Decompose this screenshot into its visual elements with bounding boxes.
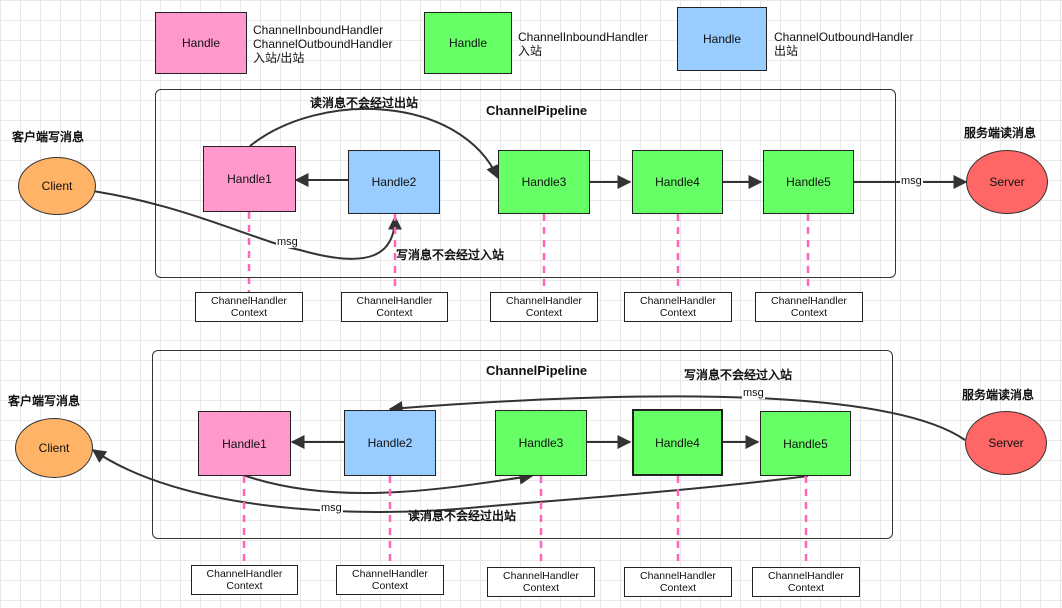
top-msg-label-server: msg [900,175,923,187]
ctx-line1: ChannelHandler [768,570,844,582]
top-pipeline-frame [155,89,896,278]
top-read-note: 读消息不会经过出站 [310,96,419,110]
top-read-curve [249,107,500,180]
legend-blue-line2: 出站 [774,44,799,58]
top-handler-1: Handle1 [203,146,296,212]
ctx-line1: ChannelHandler [211,295,287,307]
ctx-line1: ChannelHandler [352,568,428,580]
ctx-line2: Context [226,580,263,592]
ctx-line2: Context [525,307,563,319]
ctx-line2: Context [376,307,413,319]
ctx-line1: ChannelHandler [503,570,579,582]
bottom-handler-4: Handle4 [632,409,723,476]
top-client-caption: 客户端写消息 [12,130,85,144]
ctx-line2: Context [522,582,560,594]
bottom-read-curve [242,474,531,495]
bottom-write-note: 写消息不会经过入站 [684,368,793,382]
top-handler-3: Handle3 [498,150,590,214]
legend-green-box: Handle [424,12,512,74]
bottom-write-curve [388,395,966,441]
ctx-line2: Context [659,307,697,319]
bottom-msg-label-top: msg [742,387,765,399]
legend-pink-line1: ChannelInboundHandler [253,23,384,37]
bottom-read-note: 读消息不会经过出站 [408,509,517,523]
top-handler-5: Handle5 [763,150,854,214]
top-pipeline-title: ChannelPipeline [486,103,588,118]
bottom-server-caption: 服务端读消息 [962,388,1035,402]
bottom-pipeline-frame [152,350,893,539]
ctx-line2: Context [659,582,697,594]
ctx-line2: Context [787,582,825,594]
bottom-handler-5: Handle5 [760,411,851,476]
legend-green-line2: 入站 [518,44,543,58]
bottom-pipeline-title: ChannelPipeline [486,363,588,378]
ctx-line1: ChannelHandler [640,570,716,582]
legend-pink-line3: 入站/出站 [253,51,305,65]
top-msg-label: msg [276,236,299,248]
top-handler-2: Handle2 [348,150,440,214]
bottom-handler-1: Handle1 [198,411,291,476]
top-client-node: Client [18,157,96,215]
top-server-node: Server [966,150,1048,214]
ctx-line2: Context [790,307,828,319]
bottom-handler-3: Handle3 [495,410,587,476]
ctx-line1: ChannelHandler [771,295,847,307]
top-server-caption: 服务端读消息 [964,126,1037,140]
legend-pink-line2: ChannelOutboundHandler [253,37,393,51]
ctx-line1: ChannelHandler [356,295,433,307]
legend-blue-line1: ChannelOutboundHandler [774,30,914,44]
bottom-read-arrowhead-seg [509,470,534,485]
ctx-line2: Context [371,580,409,592]
legend-blue-box: Handle [677,7,767,71]
legend-blue-text: ChannelOutboundHandler 出站 [774,30,913,58]
top-handler-4: Handle4 [632,150,723,214]
bottom-return-curve [91,449,809,514]
legend-green-text: ChannelInboundHandler 入站 [518,30,648,58]
legend-pink-box: Handle [155,12,247,74]
bottom-server-node: Server [965,411,1047,475]
bottom-client-caption: 客户端写消息 [8,394,81,408]
legend-pink-text: ChannelInboundHandler ChannelOutboundHan… [253,23,392,65]
ctx-line2: Context [230,307,268,319]
bottom-msg-label-bottom: msg [320,502,343,514]
bottom-client-node: Client [15,418,93,478]
ctx-line1: ChannelHandler [506,295,582,307]
ctx-line1: ChannelHandler [206,568,283,580]
bottom-handler-2: Handle2 [344,410,436,476]
legend-green-line1: ChannelInboundHandler [518,30,649,44]
top-write-note: 写消息不会经过入站 [396,248,505,262]
ctx-line1: ChannelHandler [640,295,716,307]
